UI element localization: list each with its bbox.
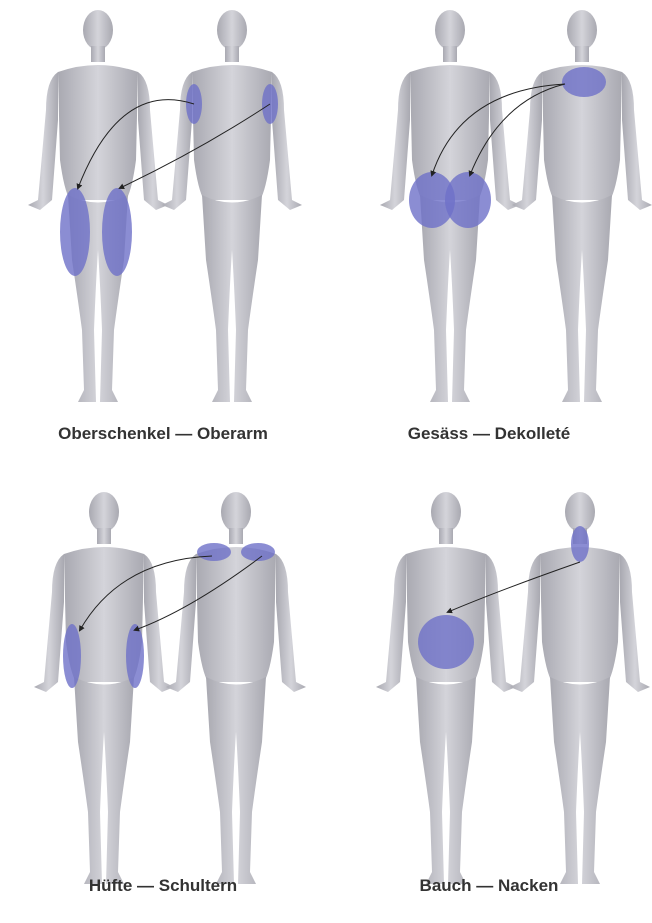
caption-panel-3: Hüfte — Schultern [0, 876, 326, 896]
caption-panel-2: Gesäss — Dekolleté [326, 424, 652, 444]
panel-huefte-schultern [34, 492, 306, 884]
figure-front-right [162, 10, 302, 402]
figure-front-right-3 [166, 492, 306, 884]
highlight-belly [418, 615, 474, 669]
figure-front-left [28, 10, 168, 402]
highlight-thigh-right [102, 188, 132, 276]
highlight-neck [571, 526, 589, 562]
panel-oberschenkel-oberarm [28, 10, 302, 402]
panel-gesaess-dekollete [380, 10, 652, 402]
highlight-buttock-right [445, 172, 491, 228]
highlight-shoulder-left [197, 543, 231, 561]
highlight-hip-left [63, 624, 81, 688]
figure-back-left-3 [34, 492, 174, 884]
highlight-thigh-left [60, 188, 90, 276]
caption-panel-4: Bauch — Nacken [326, 876, 652, 896]
highlight-shoulder-right [241, 543, 275, 561]
panel-bauch-nacken [376, 492, 650, 884]
caption-panel-1: Oberschenkel — Oberarm [0, 424, 326, 444]
highlight-decollete [562, 67, 606, 97]
figure-front-left-4 [376, 492, 516, 884]
highlight-hip-right [126, 624, 144, 688]
